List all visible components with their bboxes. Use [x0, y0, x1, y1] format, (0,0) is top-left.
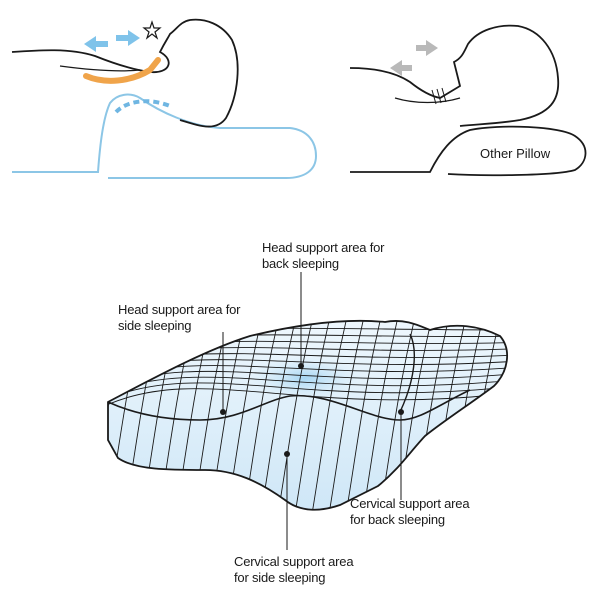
neck-strain-line	[394, 97, 461, 104]
pillow-body	[107, 319, 508, 511]
spine-dashed-line	[114, 99, 171, 114]
callout-cervical-back: Cervical support area for back sleeping	[350, 496, 470, 528]
callout-cervical-side: Cervical support area for side sleeping	[234, 554, 354, 586]
orange-support-arc	[83, 57, 161, 84]
callout-dots	[220, 363, 404, 457]
callout-line-1: Head support area for	[262, 240, 385, 255]
dot-cervical-side	[284, 451, 290, 457]
grid-line-long	[108, 388, 508, 409]
callout-line-2: for back sleeping	[350, 512, 445, 527]
pillow-front-edge	[107, 389, 471, 421]
callout-line-1: Cervical support area	[350, 496, 470, 511]
head-outline	[11, 18, 239, 128]
grid-line-cross	[344, 320, 386, 510]
callout-line-2: back sleeping	[262, 256, 339, 271]
other-pillow-label: Other Pillow	[480, 146, 551, 161]
grid-line-cross	[276, 320, 318, 510]
dot-head-back	[298, 363, 304, 369]
contour-pillow-3d	[107, 319, 508, 511]
contour-pillow-outline	[12, 93, 318, 179]
grid-line-cross	[327, 320, 369, 510]
grid-line-cross	[310, 320, 352, 510]
callout-leaders	[222, 272, 402, 550]
dot-cervical-back	[398, 409, 404, 415]
double-arrow-icon	[84, 30, 140, 52]
good-posture-illustration	[11, 18, 318, 179]
callout-line-1: Head support area for	[118, 302, 241, 317]
neck-line	[59, 65, 141, 72]
double-arrow-gray-icon	[390, 40, 438, 76]
grid-line-cross	[293, 320, 335, 510]
strain-star-icon	[142, 20, 162, 40]
callout-line-2: side sleeping	[118, 318, 192, 333]
callout-head-back: Head support area for back sleeping	[262, 240, 384, 272]
head-outline-bad	[349, 24, 560, 127]
callout-line-2: for side sleeping	[234, 570, 326, 585]
callout-head-side: Head support area for side sleeping	[118, 302, 240, 334]
other-pillow-outline	[350, 125, 587, 177]
callout-line-1: Cervical support area	[234, 554, 354, 569]
wing-ridge	[399, 333, 415, 413]
strain-lines-icon	[431, 87, 447, 105]
bad-posture-illustration	[349, 24, 587, 177]
dot-head-side	[220, 409, 226, 415]
